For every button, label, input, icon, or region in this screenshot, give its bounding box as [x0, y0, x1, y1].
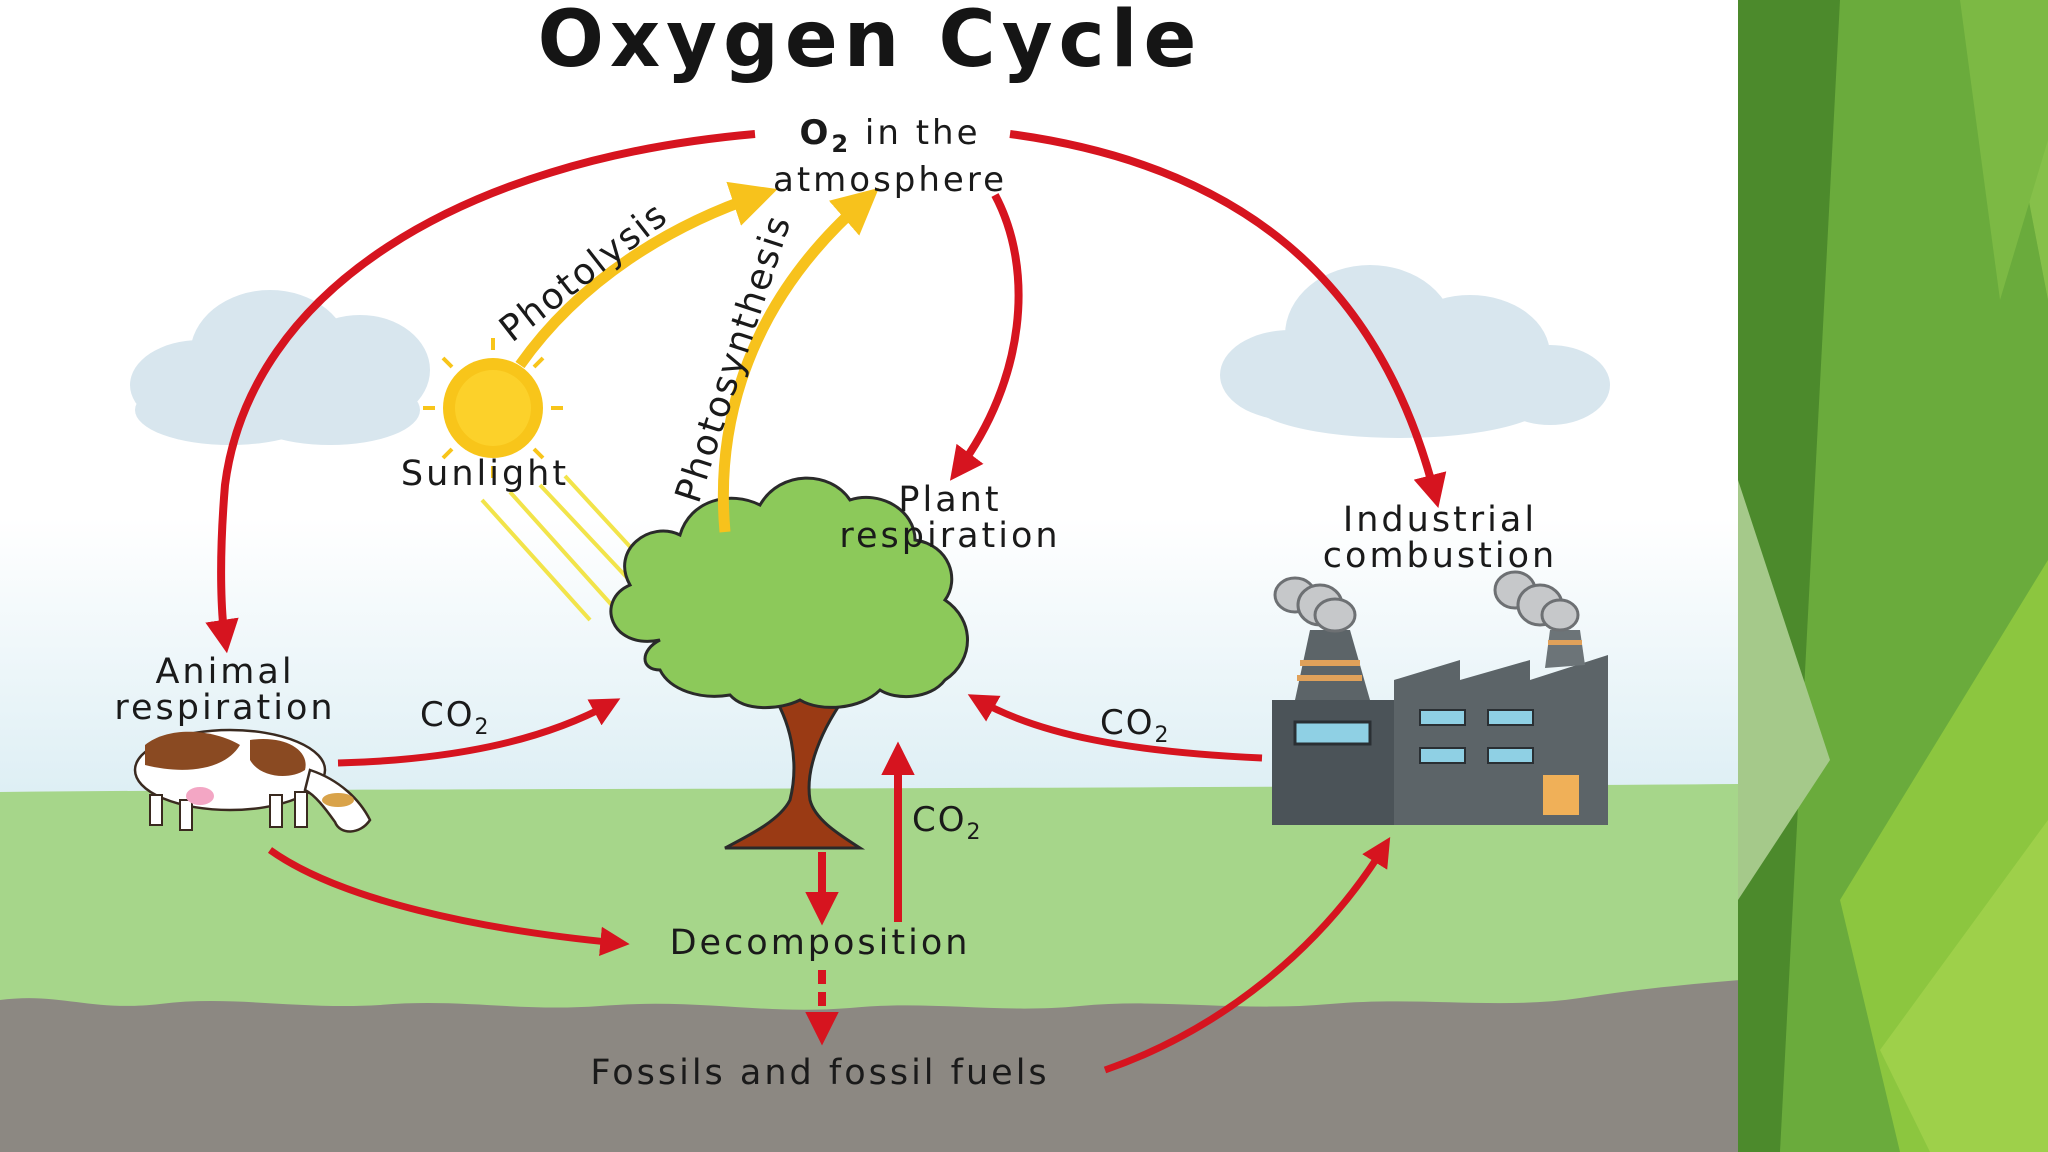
animal-line2: respiration: [114, 688, 336, 728]
plant-respiration-line1: Plant: [898, 480, 1002, 520]
decomposition-label: Decomposition: [669, 923, 971, 963]
industrial-line2: combustion: [1322, 536, 1558, 576]
atmosphere-label: O2 in the atmosphere: [730, 115, 1050, 198]
page-title: Oxygen Cycle: [537, 0, 1203, 85]
animal-line1: Animal: [155, 652, 295, 692]
co2-subscript: 2: [1154, 722, 1169, 748]
plant-respiration-line2: respiration: [839, 516, 1061, 556]
fossils-label: Fossils and fossil fuels: [590, 1053, 1050, 1093]
co2-text: CO: [1100, 703, 1155, 743]
sun-icon: [423, 338, 563, 478]
arrow-fossils-to-factory: [1103, 837, 1391, 1074]
co2-subscript: 2: [966, 819, 981, 845]
arrow-animal-to-decomposition: [267, 847, 630, 956]
photosynthesis-arrow: [717, 187, 879, 533]
co2-label-animal: CO2: [420, 695, 489, 740]
co2-label-decomposition: CO2: [912, 800, 981, 845]
plant-respiration-label: Plant respiration: [800, 482, 1100, 554]
co2-text: CO: [912, 800, 967, 840]
factory-icon: [1272, 570, 1608, 825]
industrial-combustion-label: Industrial combustion: [1290, 502, 1590, 574]
cow-icon: [133, 728, 372, 833]
tree-trunk: [724, 688, 866, 850]
arrow-atmosphere-to-plant-respiration: [949, 193, 1023, 481]
arrow-atmosphere-to-industrial: [1009, 130, 1447, 509]
atmosphere-line2: atmosphere: [773, 159, 1007, 200]
co2-text: CO: [420, 695, 475, 735]
cloud-left-icon: [130, 290, 430, 445]
side-green-panel: [1738, 0, 2048, 1152]
soil-layer: [0, 980, 1740, 1152]
atmosphere-line1: in the: [851, 113, 981, 153]
tree-canopy: [609, 476, 969, 710]
co2-subscript: 2: [474, 714, 489, 740]
arrow-animal-to-tree-co2: [337, 698, 621, 767]
sunlight-label: Sunlight: [400, 454, 570, 494]
photolysis-arrow: [515, 181, 778, 369]
arrow-factory-to-tree-co2: [967, 694, 1263, 762]
arrow-atmosphere-to-animal: [205, 130, 756, 654]
animal-respiration-label: Animal respiration: [80, 654, 370, 726]
atmosphere-o-subscript: 2: [831, 129, 852, 158]
industrial-line1: Industrial: [1342, 500, 1538, 540]
atmosphere-o-symbol: O: [799, 113, 832, 153]
co2-label-factory: CO2: [1100, 703, 1169, 748]
